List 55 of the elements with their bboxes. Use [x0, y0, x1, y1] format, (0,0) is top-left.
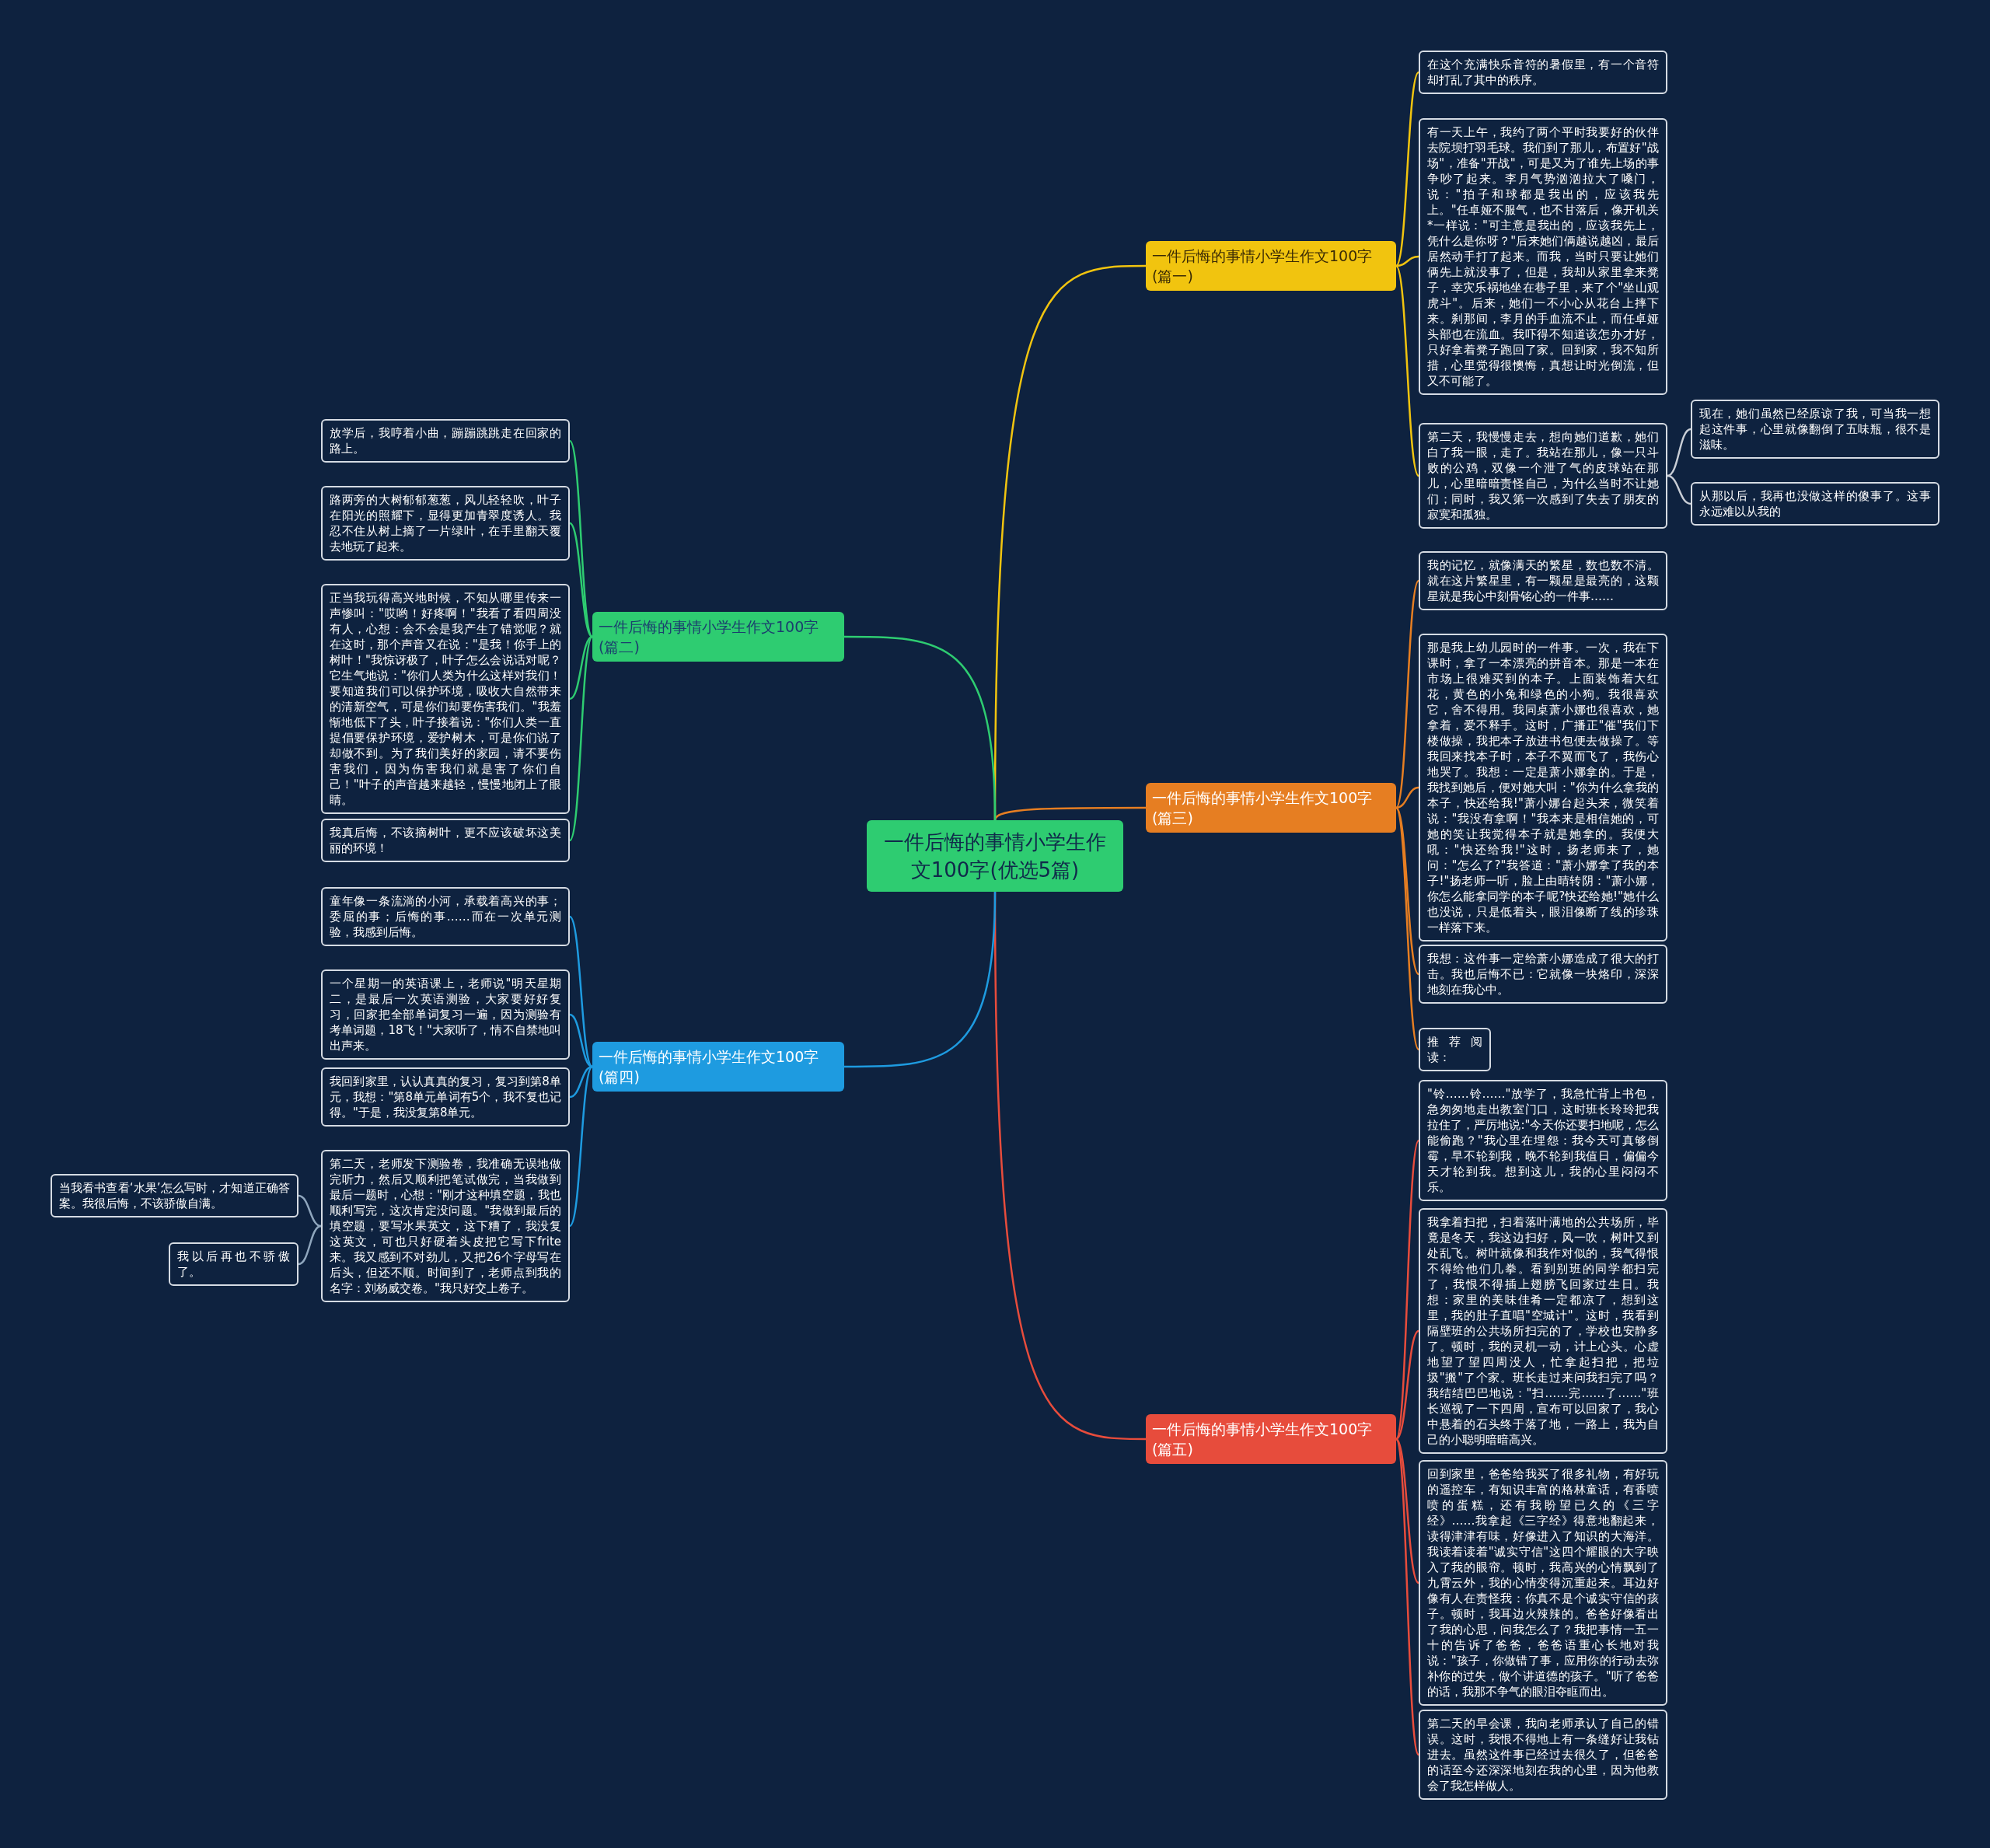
text-card: 第二天，我慢慢走去，想向她们道歉，她们白了我一眼，走了。我站在那儿，像一只斗败的公鸡，双像一个泄了气的皮球站在那儿，心里暗暗责怪自己，为什么当时不让她们；同时，我又第一次感到了失去了朋友的寂寞和孤独。	[1419, 423, 1667, 529]
text-card: 推荐阅读：	[1419, 1028, 1491, 1071]
connector-line	[569, 1066, 593, 1227]
connector-line	[1395, 580, 1420, 809]
connector-line	[569, 916, 593, 1067]
text-card: 我的记忆，就像满天的繁星，数也数不清。就在这片繁星里，有一颗星是最亮的，这颗星就是我心中刻骨铭心的一件事……	[1419, 551, 1667, 610]
connector-line	[844, 891, 997, 1068]
text-card: 有一天上午，我约了两个平时我要好的伙伴去院坝打羽毛球。我们到了那儿，布置好"战场"，准备"开战"，可是又为了谁先上场的事争吵了起来。李月气势汹汹拉大了嗓门，说："拍子和球都是我出的，应该我先上。"任卓娅不服气，也不甘落后，像开机关*一样说："可主意是我出的，应该我先上，凭什么是你呀？"后来她们俩越说越凶，最后居然动手打了起来。而我，当时只要让她们俩先上就没事了，但是，我却从家里拿来凳子，幸灾乐祸地坐在巷子里，来了个"坐山观虎斗"。后来，她们一不小心从花台上摔下来。刹那间，李月的手血流不止，而任卓娅头部也在流血。我吓得不知道该怎办才好，只好拿着凳子跑回了家。回到家，我不知所措，心里觉得很懊悔，真想让时光倒流，但又不可能了。	[1419, 118, 1667, 395]
text-card: 当我看书查看‘水果’怎么写时，才知道正确答案。我很后悔，不该骄傲自满。	[51, 1174, 298, 1217]
connector-line	[569, 635, 593, 700]
text-card: 放学后，我哼着小曲，蹦蹦跳跳走在回家的路上。	[321, 419, 570, 463]
text-card: 现在，她们虽然已经原谅了我，可当我一想起这件事，心里就像翻倒了五味瓶，很不是滋味。	[1691, 400, 1939, 459]
connector-line	[298, 1194, 322, 1228]
text-card: 我拿着扫把，扫着落叶满地的公共场所，毕竟是冬天，我这边扫好，风一吹，树叶又到处乱飞。树叶就像和我作对似的，我气得恨不得给他们几拳。看到别班的同学都扫完了，我恨不得插上翅膀飞回家过生日。我想：家里的美味佳肴一定都凉了，想到这里，我的肚子直唱"空城计"。这时，我看到隔壁班的公共场所扫完的了，学校也安静多了。顿时，我的灵机一动，计上心头。心虚地望了望四周没人，忙拿起扫把，把垃圾"搬"了个家。班长走过来问我扫完了吗？我结结巴巴地说："扫……完……了……"班长巡视了一下四周，宣布可以回家了，我心中悬着的石头终于落了地，一路上，我为自己的小聪明暗暗高兴。	[1419, 1208, 1667, 1454]
connector-line	[1395, 255, 1419, 267]
connector-line	[1395, 807, 1419, 975]
branch-topic-box: 一件后悔的事情小学生作文100字(篇一)	[1146, 241, 1396, 291]
text-card: 从那以后，我再也没做这样的傻事了。这事永远难以从我的	[1691, 482, 1939, 526]
connector-line	[569, 1065, 593, 1099]
central-topic-box: 一件后悔的事情小学生作文100字(优选5篇)	[867, 820, 1123, 892]
text-card: 我回到家里，认认真真的复习，复习到第8单元，我想："第8单元单词有5个，我不复也记得。"于是，我没复第8单元。	[321, 1067, 570, 1127]
text-card: 那是我上幼儿园时的一件事。一次，我在下课时，拿了一本漂亮的拼音本。那是一本在市场上很难买到的本子。上面装饰着大红花，黄色的小兔和绿色的小狗。我很喜欢它，舍不得用。我同桌萧小娜也很喜欢，她拿着，爱不释手。这时，广播正"催"我们下楼做操，我把本子放进书包便去做操了。等我回来找本子时，本子不翼而飞了，我伤心地哭了。我想：一定是萧小娜拿的。于是，我找到她后，便对她大叫："你为什么拿我的本子，快还给我!"萧小娜台起头来，微笑着说："我没有拿啊！"我本来是相信她的，可她的笑让我觉得本子就是她拿的。我便大吼："快还给我!"这时，扬老师来了，她问："怎么了?"我答道："萧小娜拿了我的本子!"扬老师一听，脸上由晴转阴："萧小娜，你怎么能拿同学的本子呢?快还给她!"她什么也没说，只是低着头，眼泪像断了线的珍珠一样落下来。	[1419, 634, 1667, 941]
connector-line	[568, 440, 594, 638]
connector-line	[1395, 1140, 1420, 1440]
text-card: 我想：这件事一定给萧小娜造成了很大的打击。我也后悔不已：它就像一块烙印，深深地刻在我心中。	[1419, 945, 1667, 1004]
connector-line	[1667, 428, 1692, 477]
connector-line	[1667, 474, 1692, 505]
text-card: 童年像一条流淌的小河，承载着高兴的事；委屈的事；后悔的事……而在一次单元测验，我感到后悔。	[321, 887, 570, 946]
connector-line	[569, 522, 593, 638]
connector-line	[844, 635, 997, 821]
text-card: 一个星期一的英语课上，老师说"明天星期二，是最后一次英语测验，大家要好好复习，回家把全部单词复习一遍，因为测验有考单词题，18飞！"大家听了，情不自禁地叫出声来。	[321, 969, 570, 1060]
connector-line	[1395, 1438, 1419, 1584]
connector-line	[1395, 1330, 1419, 1440]
text-card: 我真后悔，不该摘树叶，更不应该破坏这美丽的环境！	[321, 819, 570, 862]
text-card: 我以后再也不骄傲了。	[169, 1242, 298, 1286]
connector-line	[1395, 265, 1420, 477]
text-card: "铃……铃……"放学了，我急忙背上书包，急匆匆地走出教室门口，这时班长玲玲把我拉住了，严厉地说:"今天你还要扫地呢，怎么能偷跑？"我心里在埋怨：我今天可真够倒霉，早不轮到我，晚不轮到我值日，偏偏今天才轮到我。想到这儿，我的心里闷闷不乐。	[1419, 1080, 1667, 1201]
connector-line	[993, 806, 1146, 821]
text-card: 回到家里，爸爸给我买了很多礼物，有好玩的遥控车，有知识丰富的格林童话，有香喷喷的蛋糕，还有我盼望已久的《三字经》……我拿起《三字经》得意地翻起来，读得津津有味，好像进入了知识的大海洋。我读着读着"诚实守信"这四个耀眼的大字映入了我的眼帘。顿时，我高兴的心情飘到了九霄云外，我的心情变得沉重起来。耳边好像有人在责怪我：你真不是个诚实守信的孩子。顿时，我耳边火辣辣的。爸爸好像看出了我的心思，问我怎么了？我把事情一五一十的告诉了爸爸，爸爸语重心长地对我说："孩子，你做错了事，应用你的行动去弥补你的过失，做个讲道德的孩子。"听了爸爸的话，我那不争气的眼泪夺眶而出。	[1419, 1460, 1667, 1706]
connector-line	[569, 1013, 593, 1068]
text-card: 正当我玩得高兴地时候，不知从哪里传来一声惨叫："哎哟！好疼啊！"我看了看四周没有人，心想：会不会是我产生了错觉呢？就在这时，那个声音又在说："是我！你手上的树叶！"我惊讶极了，叶子怎么会说话对呢？它生气地说："你们人类为什么这样对我们！要知道我们可以保护环境，吸收大自然带来的清新空气，可是你们却要伤害我们。"我羞惭地低下了头，叶子接着说："你们人类一直提倡要保护环境，爱护树木，可是你们说了却做不到。为了我们美好的家园，请不要伤害我们，因为伤害我们就是害了你们自己！"叶子的声音越来越轻，慢慢地闭上了眼睛。	[321, 584, 570, 814]
branch-topic-box: 一件后悔的事情小学生作文100字(篇五)	[1146, 1414, 1396, 1464]
text-card: 路两旁的大树郁郁葱葱，风儿轻轻吹，叶子在阳光的照耀下，显得更加青翠度诱人。我忍不住从树上摘了一片绿叶，在手里翻天覆去地玩了起来。	[321, 486, 570, 561]
connector-line	[298, 1224, 322, 1266]
connector-line	[1395, 1438, 1420, 1755]
branch-topic-box: 一件后悔的事情小学生作文100字(篇三)	[1146, 783, 1396, 833]
text-card: 第二天的早会课，我向老师承认了自己的错误。这时，我恨不得地上有一条缝好让我钻进去。虽然这件事已经过去很久了，但爸爸的话至今还深深地刻在我的心里，因为他教会了我怎样做人。	[1419, 1710, 1667, 1800]
connector-line	[1395, 786, 1419, 809]
connector-line	[568, 636, 594, 841]
branch-topic-box: 一件后悔的事情小学生作文100字(篇二)	[592, 612, 844, 662]
text-card: 第二天，老师发下测验卷，我准确无误地做完听力，然后又顺利把笔试做完，当我做到最后一题时，心想："刚才这种填空题，我也顺利写完，这次肯定没问题。"我做到最后的填空题，要写水果英文，这下糟了，我没复这英文，可也只好硬着头皮把它写下frite来。我又感到不对劲儿，又把26个字母写在后头，但还不顺。时间到了，老师点到我的名字：刘杨威交卷。"我只好交上卷子。	[321, 1150, 570, 1302]
connector-line	[1395, 807, 1420, 1050]
branch-topic-box: 一件后悔的事情小学生作文100字(篇四)	[592, 1042, 844, 1092]
text-card: 在这个充满快乐音符的暑假里，有一个音符却打乱了其中的秩序。	[1419, 51, 1667, 94]
connector-line	[1395, 72, 1420, 267]
